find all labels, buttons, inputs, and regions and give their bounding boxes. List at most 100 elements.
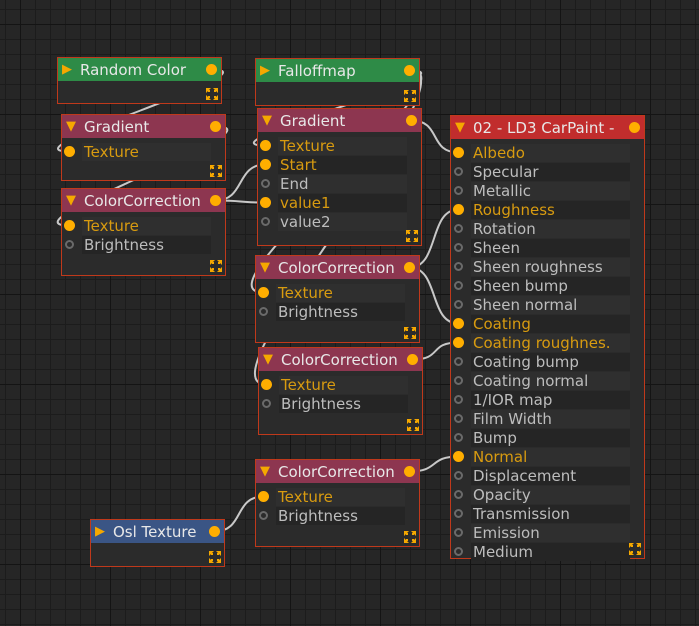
expand-arrows-icon[interactable] bbox=[629, 543, 641, 555]
input-row[interactable]: Opacity bbox=[451, 485, 644, 504]
input-row[interactable]: End bbox=[258, 174, 421, 193]
input-port-empty[interactable] bbox=[454, 262, 463, 271]
input-row[interactable]: Coating bump bbox=[451, 352, 644, 371]
input-row[interactable]: Transmission bbox=[451, 504, 644, 523]
expand-arrows-icon[interactable] bbox=[404, 90, 416, 102]
expand-arrows-icon[interactable] bbox=[407, 419, 419, 431]
node-header[interactable]: ▶Osl Texture bbox=[91, 520, 224, 543]
output-port[interactable] bbox=[210, 121, 221, 132]
input-port-empty[interactable] bbox=[259, 307, 268, 316]
input-port-connected[interactable] bbox=[64, 220, 75, 231]
node-header[interactable]: ▼Gradient bbox=[62, 115, 225, 138]
triangle-down-icon[interactable]: ▼ bbox=[66, 119, 76, 134]
input-port-empty[interactable] bbox=[454, 281, 463, 290]
input-port-empty[interactable] bbox=[454, 224, 463, 233]
input-row[interactable]: Brightness bbox=[62, 235, 225, 254]
node-header[interactable]: ▶Falloffmap bbox=[256, 59, 419, 82]
input-row[interactable]: Sheen bump bbox=[451, 276, 644, 295]
input-port-empty[interactable] bbox=[454, 376, 463, 385]
triangle-down-icon[interactable]: ▼ bbox=[260, 464, 270, 479]
input-row[interactable]: Sheen roughness bbox=[451, 257, 644, 276]
input-row[interactable]: Texture bbox=[256, 487, 419, 506]
expand-arrows-icon[interactable] bbox=[206, 88, 218, 100]
input-row[interactable]: Roughness bbox=[451, 200, 644, 219]
input-port-connected[interactable] bbox=[260, 197, 271, 208]
input-port-empty[interactable] bbox=[454, 186, 463, 195]
output-port[interactable] bbox=[206, 64, 217, 75]
input-row[interactable]: Normal bbox=[451, 447, 644, 466]
input-port-connected[interactable] bbox=[453, 451, 464, 462]
node-header[interactable]: ▼ColorCorrection bbox=[256, 460, 419, 483]
input-port-empty[interactable] bbox=[262, 399, 271, 408]
input-port-connected[interactable] bbox=[261, 379, 272, 390]
input-row[interactable]: Medium bbox=[451, 542, 644, 561]
input-port-empty[interactable] bbox=[261, 179, 270, 188]
input-row[interactable]: Film Width bbox=[451, 409, 644, 428]
expand-arrows-icon[interactable] bbox=[210, 165, 222, 177]
input-row[interactable]: value1 bbox=[258, 193, 421, 212]
input-row[interactable]: Texture bbox=[62, 216, 225, 235]
input-row[interactable]: Brightness bbox=[256, 302, 419, 321]
input-row[interactable]: Start bbox=[258, 155, 421, 174]
node-falloffmap[interactable]: ▶Falloffmap bbox=[255, 58, 420, 106]
input-port-empty[interactable] bbox=[259, 511, 268, 520]
input-row[interactable]: value2 bbox=[258, 212, 421, 231]
input-port-connected[interactable] bbox=[260, 159, 271, 170]
input-row[interactable]: 1/IOR map bbox=[451, 390, 644, 409]
input-row[interactable]: Texture bbox=[256, 283, 419, 302]
input-port-empty[interactable] bbox=[454, 509, 463, 518]
output-port[interactable] bbox=[210, 195, 221, 206]
input-port-empty[interactable] bbox=[454, 547, 463, 556]
input-port-connected[interactable] bbox=[258, 491, 269, 502]
input-port-empty[interactable] bbox=[454, 300, 463, 309]
input-port-empty[interactable] bbox=[454, 243, 463, 252]
input-port-connected[interactable] bbox=[453, 147, 464, 158]
input-row[interactable]: Displacement bbox=[451, 466, 644, 485]
triangle-down-icon[interactable]: ▼ bbox=[260, 260, 270, 275]
input-port-empty[interactable] bbox=[454, 490, 463, 499]
node-random-color[interactable]: ▶Random Color bbox=[57, 57, 222, 104]
input-port-empty[interactable] bbox=[454, 167, 463, 176]
expand-arrows-icon[interactable] bbox=[210, 260, 222, 272]
expand-arrows-icon[interactable] bbox=[404, 327, 416, 339]
expand-arrows-icon[interactable] bbox=[404, 531, 416, 543]
triangle-right-icon[interactable]: ▶ bbox=[95, 524, 105, 539]
input-port-empty[interactable] bbox=[65, 240, 74, 249]
output-port[interactable] bbox=[209, 526, 220, 537]
node-header[interactable]: ▼ColorCorrection bbox=[259, 348, 422, 371]
input-port-empty[interactable] bbox=[261, 217, 270, 226]
output-port[interactable] bbox=[404, 65, 415, 76]
input-row[interactable]: Coating roughnes. bbox=[451, 333, 644, 352]
input-port-connected[interactable] bbox=[260, 140, 271, 151]
triangle-down-icon[interactable]: ▼ bbox=[263, 352, 273, 367]
input-row[interactable]: Metallic bbox=[451, 181, 644, 200]
node-header[interactable]: ▼Gradient bbox=[258, 109, 421, 132]
output-port[interactable] bbox=[404, 466, 415, 477]
input-row[interactable]: Sheen bbox=[451, 238, 644, 257]
input-port-empty[interactable] bbox=[454, 357, 463, 366]
input-port-connected[interactable] bbox=[64, 146, 75, 157]
triangle-right-icon[interactable]: ▶ bbox=[260, 63, 270, 78]
triangle-down-icon[interactable]: ▼ bbox=[262, 113, 272, 128]
node-header[interactable]: ▼ColorCorrection bbox=[62, 189, 225, 212]
triangle-down-icon[interactable]: ▼ bbox=[455, 120, 465, 135]
input-row[interactable]: Brightness bbox=[259, 394, 422, 413]
expand-arrows-icon[interactable] bbox=[406, 230, 418, 242]
input-port-empty[interactable] bbox=[454, 433, 463, 442]
node-header[interactable]: ▼02 - LD3 CarPaint - bbox=[451, 116, 644, 139]
output-port[interactable] bbox=[404, 262, 415, 273]
input-port-empty[interactable] bbox=[454, 471, 463, 480]
triangle-down-icon[interactable]: ▼ bbox=[66, 193, 76, 208]
input-row[interactable]: Albedo bbox=[451, 143, 644, 162]
node-header[interactable]: ▶Random Color bbox=[58, 58, 221, 81]
input-row[interactable]: Rotation bbox=[451, 219, 644, 238]
input-row[interactable]: Texture bbox=[259, 375, 422, 394]
expand-arrows-icon[interactable] bbox=[209, 551, 221, 563]
node-osl-texture[interactable]: ▶Osl Texture bbox=[90, 519, 225, 567]
